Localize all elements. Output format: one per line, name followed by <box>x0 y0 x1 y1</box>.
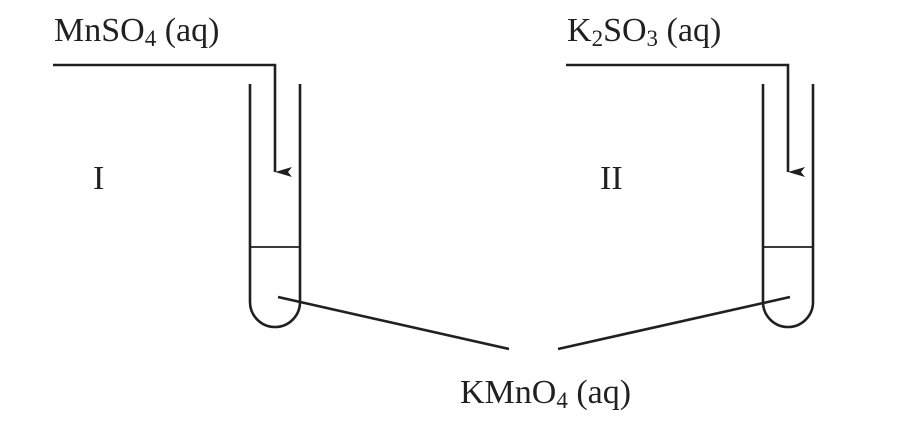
reagent-label-tube-1: MnSO4 (aq) <box>54 12 220 51</box>
tube-contents-label: KMnO4 (aq) <box>460 374 632 413</box>
reagent-label-tube-2: K2SO3 (aq) <box>567 12 722 51</box>
feed-arrow-2 <box>566 63 805 177</box>
test-tube-2 <box>761 84 815 329</box>
pointer-line-tube-2 <box>557 295 791 351</box>
feed-arrow-1 <box>53 63 292 177</box>
test-tube-1 <box>248 84 302 329</box>
tube-1-label: I <box>93 160 105 197</box>
test-tube-2-wall <box>761 84 815 329</box>
test-tube-1-wall <box>248 84 302 329</box>
pointer-line-tube-1 <box>277 295 510 351</box>
tube-2-label: II <box>600 160 623 197</box>
